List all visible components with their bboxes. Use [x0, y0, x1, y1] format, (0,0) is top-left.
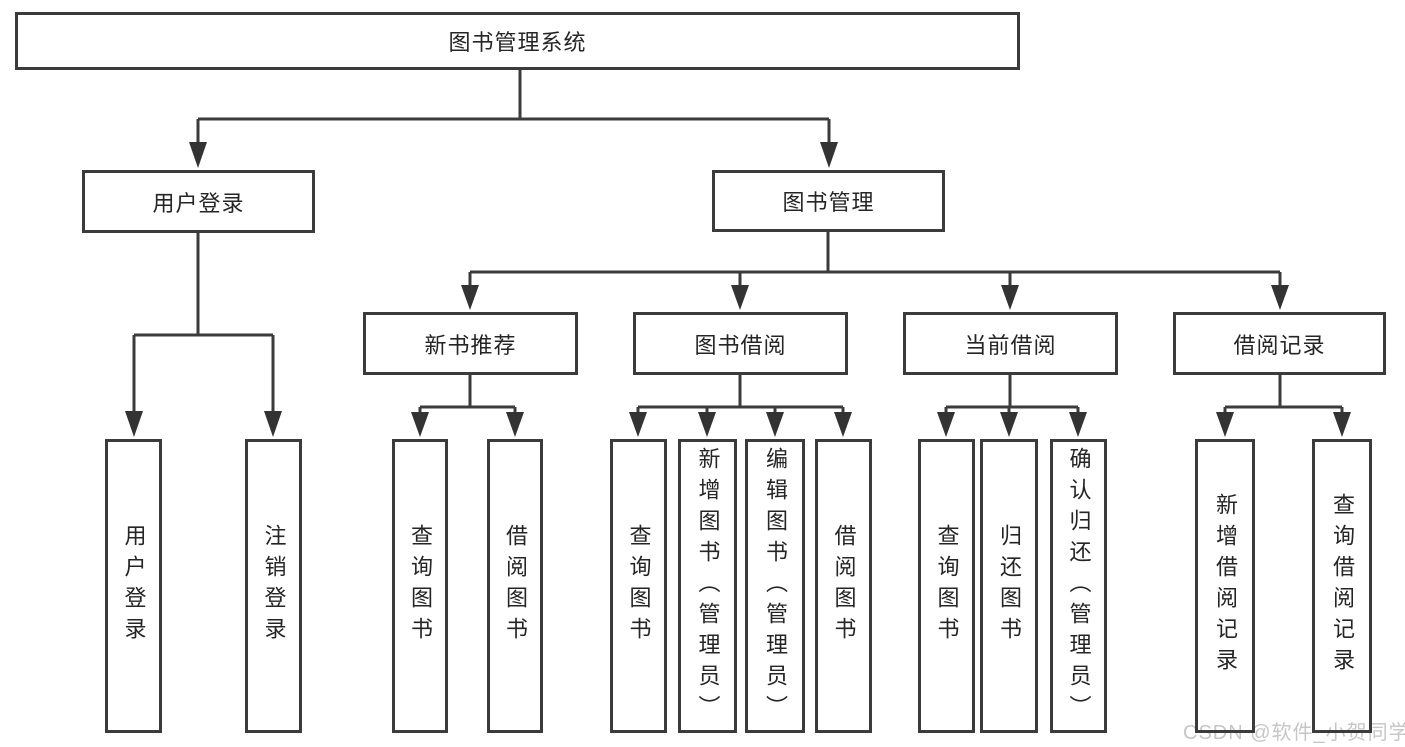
connector-user-login-to-leaves [125, 233, 282, 437]
leaf-return-books-label: 归还图书 [997, 524, 1022, 648]
leaf-edit-books-admin: 编辑图书（管理员） [745, 439, 805, 733]
connector-new-book-recommend-to-leaves [411, 375, 524, 437]
node-book-borrow-label: 图书借阅 [694, 332, 787, 358]
node-current-borrow: 当前借阅 [903, 312, 1118, 375]
leaf-borrow-books-borrow: 借阅图书 [815, 439, 872, 733]
leaf-add-books-admin: 新增图书（管理员） [678, 439, 737, 733]
connector-current-borrow-to-leaves [937, 375, 1087, 437]
leaf-edit-books-admin-label: 编辑图书（管理员） [763, 446, 788, 726]
node-new-book-recommend: 新书推荐 [363, 312, 578, 375]
node-book-management-label: 图书管理 [782, 190, 875, 215]
node-book-borrow: 图书借阅 [633, 312, 848, 375]
leaf-add-borrow-record-label: 新增借阅记录 [1213, 493, 1238, 679]
connector-borrow-records-to-leaves [1216, 375, 1351, 437]
node-current-borrow-label: 当前借阅 [964, 332, 1057, 358]
connector-root-to-level2 [189, 70, 838, 168]
leaf-borrow-books-recommend-label: 借阅图书 [503, 524, 528, 648]
leaf-logout-label: 注销登录 [261, 524, 287, 648]
leaf-borrow-books-recommend: 借阅图书 [487, 439, 543, 733]
node-book-management: 图书管理 [712, 170, 945, 232]
leaf-logout: 注销登录 [245, 439, 302, 733]
leaf-query-books-recommend-label: 查询图书 [408, 524, 433, 648]
leaf-add-books-admin-label: 新增图书（管理员） [695, 446, 721, 726]
leaf-query-books-recommend: 查询图书 [392, 439, 448, 733]
node-new-book-recommend-label: 新书推荐 [424, 332, 517, 358]
leaf-add-borrow-record: 新增借阅记录 [1195, 439, 1255, 733]
node-user-login: 用户登录 [82, 170, 315, 233]
leaf-return-books: 归还图书 [980, 439, 1038, 733]
leaf-query-books-borrow: 查询图书 [610, 439, 667, 733]
leaf-query-borrow-record: 查询借阅记录 [1312, 439, 1372, 733]
leaf-query-borrow-record-label: 查询借阅记录 [1330, 493, 1355, 679]
node-user-login-label: 用户登录 [152, 190, 245, 216]
node-borrow-records: 借阅记录 [1173, 312, 1386, 375]
leaf-query-books-current-label: 查询图书 [934, 524, 960, 648]
leaf-borrow-books-borrow-label: 借阅图书 [831, 524, 857, 648]
connector-book-borrow-to-leaves [629, 375, 852, 437]
node-root-label: 图书管理系统 [448, 30, 587, 55]
node-root: 图书管理系统 [15, 12, 1020, 70]
leaf-confirm-return-admin-label: 确认归还（管理员） [1066, 446, 1092, 726]
connector-book-management-to-level3 [461, 232, 1289, 310]
csdn-watermark: CSDN @软件_小贺同学 [1183, 722, 1405, 744]
leaf-query-books-current: 查询图书 [918, 439, 975, 733]
leaf-user-login: 用户登录 [105, 439, 162, 733]
leaf-user-login-label: 用户登录 [121, 524, 147, 648]
leaf-query-books-borrow-label: 查询图书 [626, 524, 652, 648]
node-borrow-records-label: 借阅记录 [1233, 332, 1326, 358]
leaf-confirm-return-admin: 确认归还（管理员） [1050, 439, 1107, 733]
